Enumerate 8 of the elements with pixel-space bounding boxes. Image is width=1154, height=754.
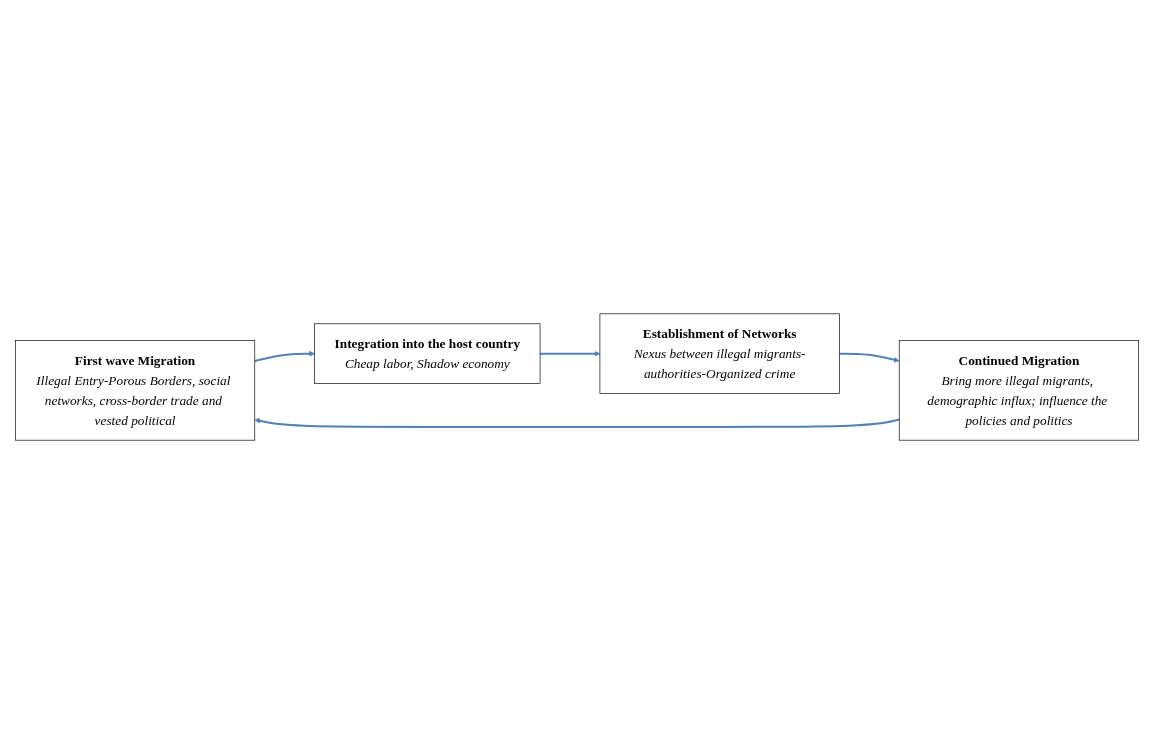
node-box: Establishment of Networks Nexus between illegal migrants-authorities-Organized crime: [599, 313, 840, 394]
arrow: [254, 418, 901, 428]
arrow: [253, 350, 315, 363]
arrow: [838, 352, 900, 363]
node-box: First wave Migration Illegal Entry-Porous Borders, social networks, cross-border trade and vested political: [15, 340, 256, 441]
node-box: Continued Migration Bring more illegal migrants, demographic influx; influence the policies and politics: [898, 340, 1139, 441]
arrow: [539, 350, 601, 357]
node-box: Integration into the host country Cheap labor, Shadow economy: [314, 323, 541, 384]
